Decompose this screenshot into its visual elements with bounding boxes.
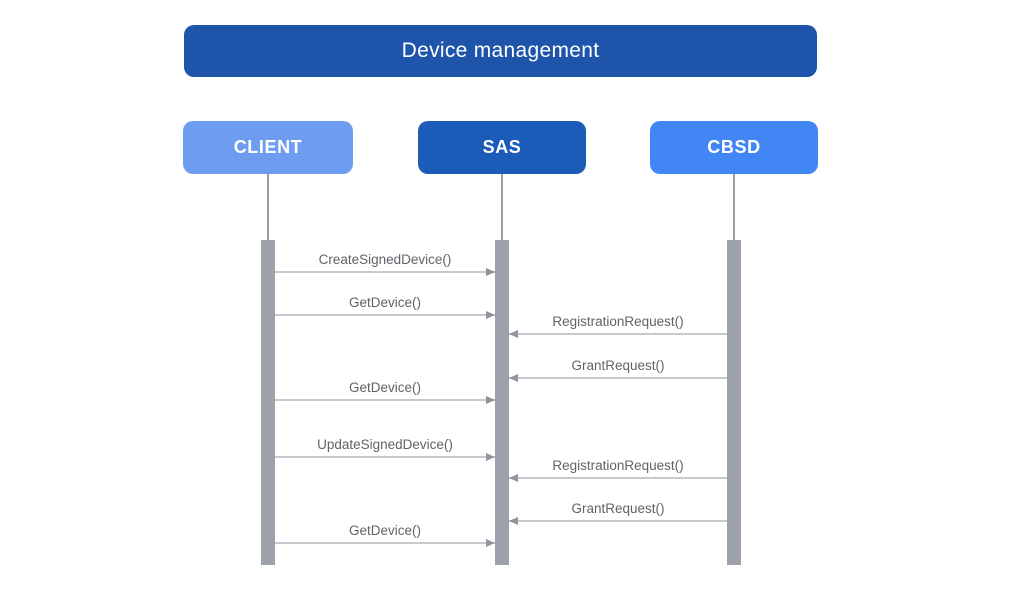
lifeline-sas	[501, 174, 503, 240]
lifeline-client	[267, 174, 269, 240]
actor-cbsd-label: CBSD	[707, 137, 761, 157]
message-line	[275, 310, 495, 319]
actor-sas: SAS	[418, 121, 586, 174]
actor-sas-label: SAS	[482, 137, 522, 157]
message-label: RegistrationRequest()	[552, 458, 684, 473]
activation-bar-client	[261, 240, 275, 565]
message-line	[275, 538, 495, 547]
message-get-device-2: GetDevice()	[275, 379, 495, 404]
message-create-signed-device: CreateSignedDevice()	[275, 251, 495, 276]
arrow-right-icon	[486, 310, 495, 319]
message-label: CreateSignedDevice()	[318, 252, 452, 267]
message-label: GrantRequest()	[571, 501, 665, 516]
message-label: UpdateSignedDevice()	[317, 437, 453, 452]
message-get-device-1: GetDevice()	[275, 294, 495, 319]
message-grant-request-2: GrantRequest()	[509, 500, 727, 525]
arrow-left-icon	[509, 516, 518, 525]
message-label: GetDevice()	[348, 380, 421, 395]
activation-bar-sas	[495, 240, 509, 565]
message-label: GetDevice()	[348, 523, 421, 538]
message-update-signed-device: UpdateSignedDevice()	[275, 436, 495, 461]
arrow-right-icon	[486, 452, 495, 461]
message-grant-request-1: GrantRequest()	[509, 357, 727, 382]
message-line	[275, 395, 495, 404]
arrow-right-icon	[486, 267, 495, 276]
actor-cbsd: CBSD	[650, 121, 818, 174]
diagram-title: Device management	[401, 39, 600, 62]
arrow-right-icon	[486, 395, 495, 404]
arrow-left-icon	[509, 473, 518, 482]
message-line	[509, 373, 727, 382]
arrow-left-icon	[509, 329, 518, 338]
message-line	[275, 267, 495, 276]
message-label: RegistrationRequest()	[552, 314, 684, 329]
actor-client: CLIENT	[183, 121, 353, 174]
message-registration-request-1: RegistrationRequest()	[509, 313, 727, 338]
message-line	[275, 452, 495, 461]
message-get-device-3: GetDevice()	[275, 522, 495, 547]
activation-bar-cbsd	[727, 240, 741, 565]
message-label: GrantRequest()	[571, 358, 665, 373]
arrow-left-icon	[509, 373, 518, 382]
arrow-right-icon	[486, 538, 495, 547]
message-registration-request-2: RegistrationRequest()	[509, 457, 727, 482]
message-line	[509, 329, 727, 338]
actor-client-label: CLIENT	[233, 137, 303, 157]
message-line	[509, 516, 727, 525]
lifeline-cbsd	[733, 174, 735, 240]
diagram-title-bar: Device management	[184, 25, 817, 77]
message-label: GetDevice()	[348, 295, 421, 310]
message-line	[509, 473, 727, 482]
